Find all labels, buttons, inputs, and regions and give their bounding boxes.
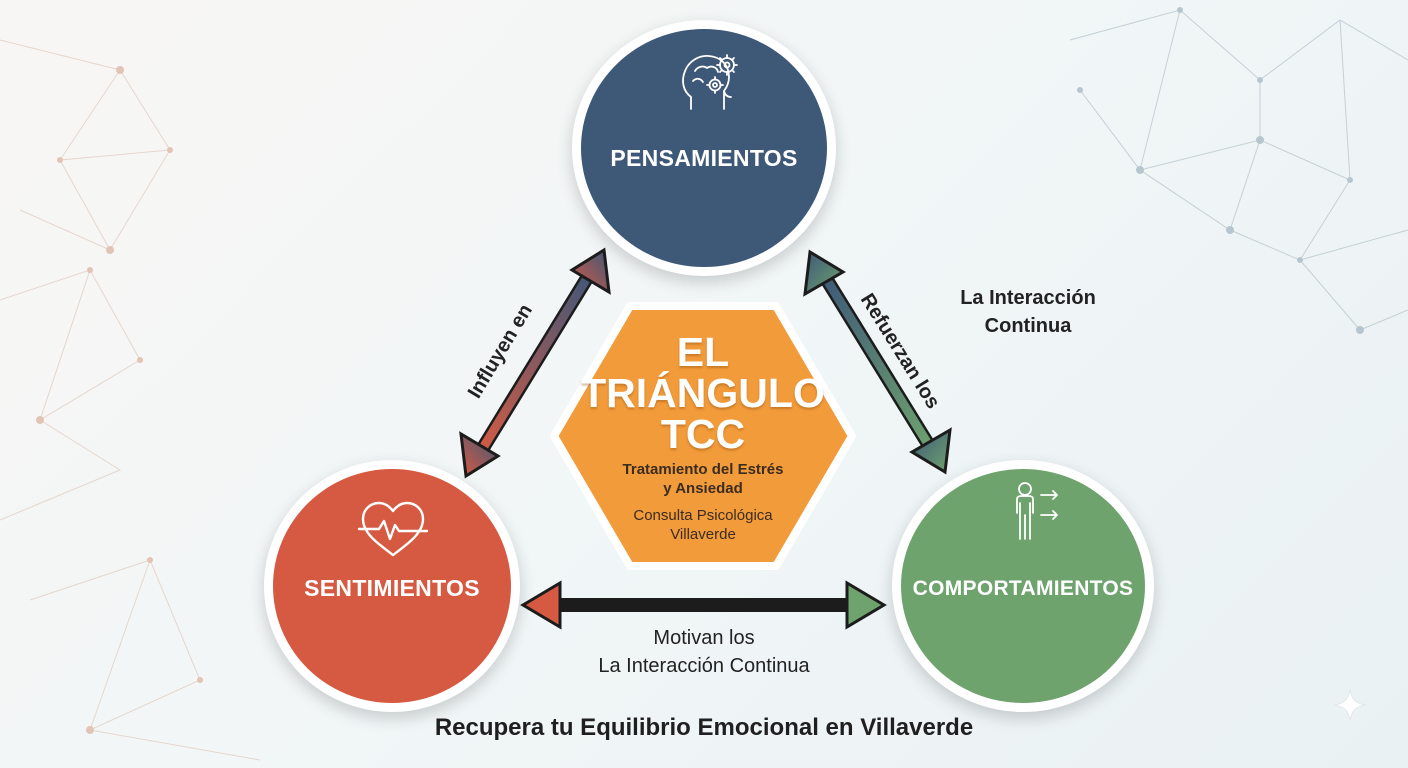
arrow-bottom-label-line-2: La Interacción Continua <box>598 655 810 677</box>
side-note-line-2: Continua <box>984 315 1072 337</box>
center-subtitle-line-2: y Ansiedad <box>663 480 743 497</box>
center-title-line-2: TRIÁNGULO <box>581 370 825 416</box>
behaviors-label: COMPORTAMIENTOS <box>912 577 1134 600</box>
arrow-feelings-thoughts <box>459 247 611 479</box>
center-title-line-3: TCC <box>660 411 746 457</box>
arrow-bottom-label: Motivan los La Interacción Continua <box>554 624 854 680</box>
center-title-line-1: EL <box>676 329 730 375</box>
feelings-node: SENTIMIENTOS <box>264 460 520 712</box>
feelings-label: SENTIMIENTOS <box>304 575 480 601</box>
center-subtitle-line-1: Tratamiento del Estrés <box>622 461 784 478</box>
thoughts-label: PENSAMIENTOS <box>610 145 798 171</box>
center-subtitle: Tratamiento del Estrés y Ansiedad <box>548 460 858 498</box>
side-note-line-1: La Interacción <box>960 287 1096 309</box>
heart-pulse-icon <box>357 501 429 557</box>
behaviors-node: COMPORTAMIENTOS <box>892 460 1154 712</box>
center-clinic-line-2: Villaverde <box>670 526 736 543</box>
footer-tagline: Recupera tu Equilibrio Emocional en Vill… <box>434 714 974 741</box>
sparkle-icon <box>1333 688 1367 722</box>
arrow-thoughts-behaviors <box>803 249 952 475</box>
side-note: La Interacción Continua <box>926 284 1130 340</box>
center-title: EL TRIÁNGULO TCC <box>548 332 858 455</box>
person-arrows-icon <box>1016 482 1058 540</box>
center-clinic-line-1: Consulta Psicológica <box>633 507 773 524</box>
center-hexagon: EL TRIÁNGULO TCC Tratamiento del Estrés … <box>548 300 858 572</box>
hexagon-shape <box>550 302 856 570</box>
brain-gears-icon <box>682 54 738 110</box>
thoughts-node: PENSAMIENTOS <box>572 20 836 276</box>
arrow-bottom-label-line-1: Motivan los <box>653 627 755 649</box>
arrow-feelings-behaviors <box>520 580 887 630</box>
center-clinic: Consulta Psicológica Villaverde <box>548 506 858 544</box>
